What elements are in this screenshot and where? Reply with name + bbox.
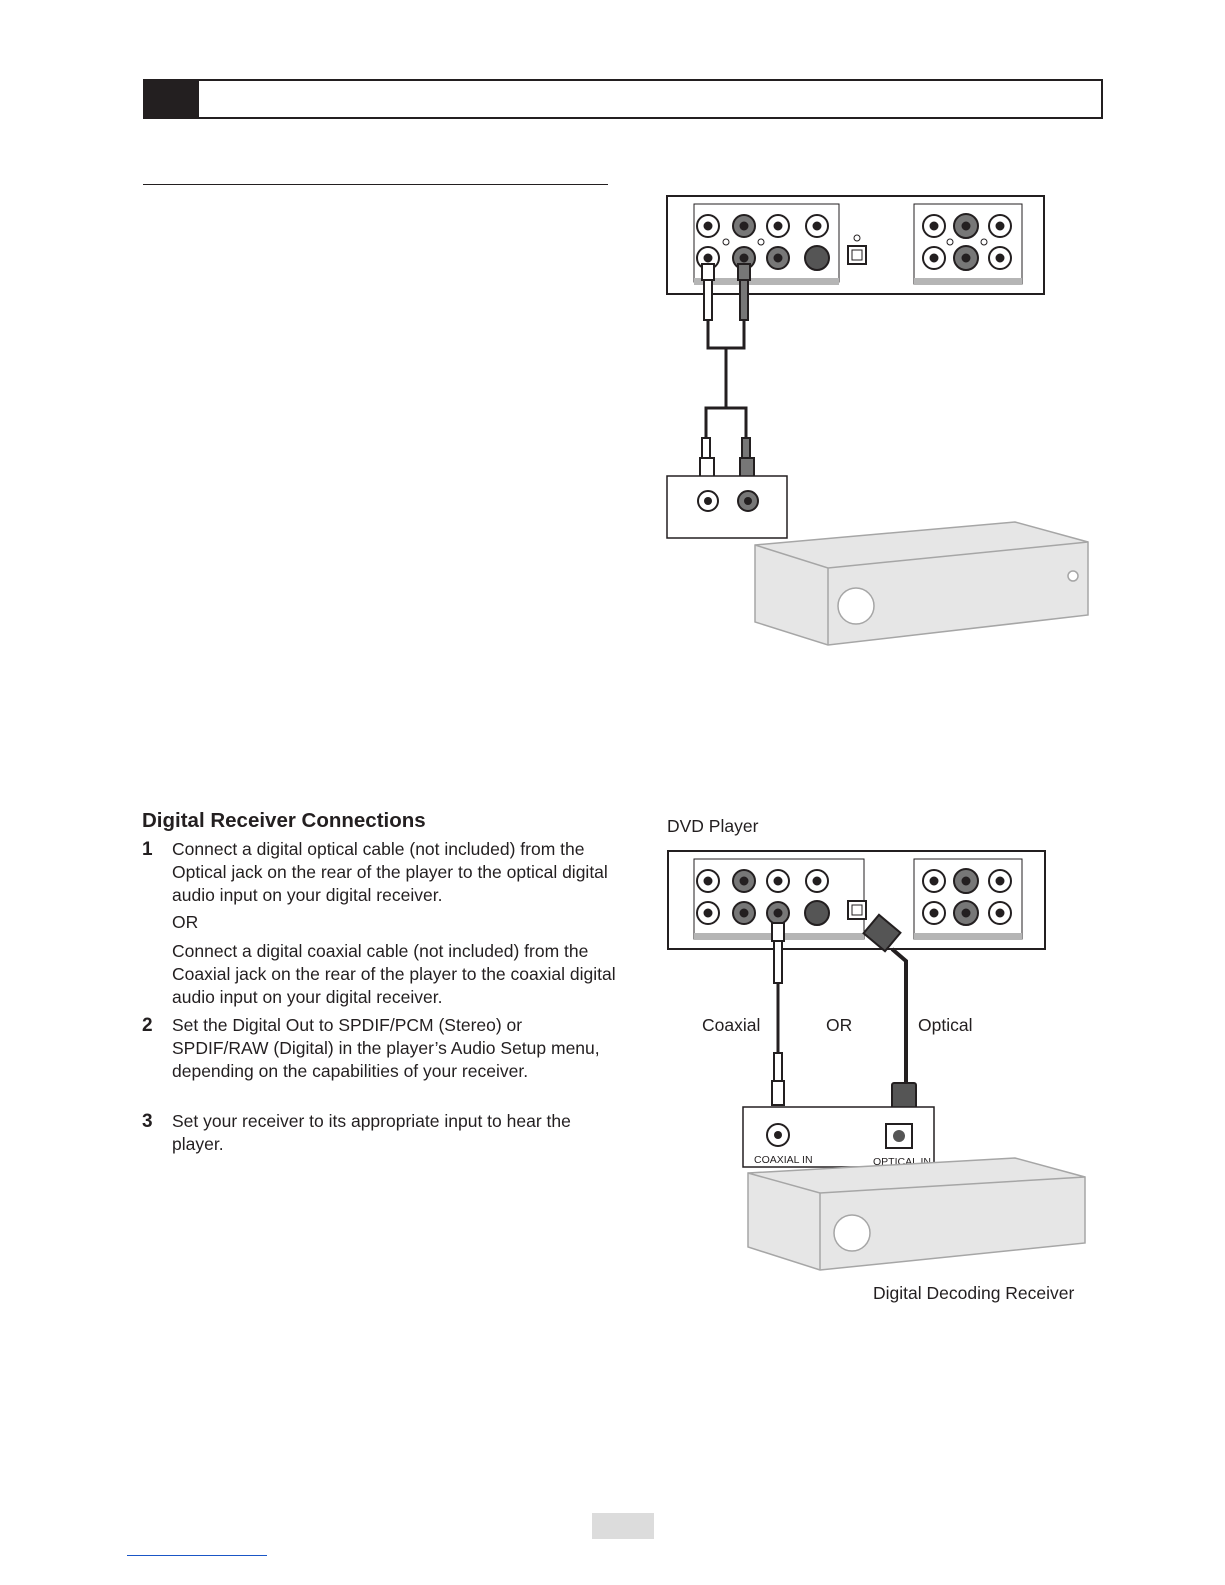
footer-link-underline xyxy=(127,1555,267,1556)
step-text: Set the Digital Out to SPDIF/PCM (Stereo… xyxy=(172,1015,600,1081)
step-number: 3 xyxy=(142,1111,153,1132)
digital-connection-diagram: COAXIAL IN OPTICAL IN xyxy=(667,850,1086,1271)
step-1: 1 Connect a digital optical cable (not i… xyxy=(142,838,617,907)
or-label: OR xyxy=(826,1015,853,1035)
section-title: Digital Receiver Connections xyxy=(142,809,426,832)
section-header-bar xyxy=(143,79,1103,119)
section-divider xyxy=(143,184,608,185)
analog-audio-cable xyxy=(699,263,755,479)
receiver-input-panel xyxy=(666,475,788,539)
analog-connection-diagram xyxy=(666,195,1089,646)
receiver-label: Digital Decoding Receiver xyxy=(873,1283,1075,1303)
optical-label: Optical xyxy=(918,1015,973,1035)
dvd-player-label: DVD Player xyxy=(667,816,759,836)
page-number-box xyxy=(592,1513,654,1539)
coaxial-label: Coaxial xyxy=(702,1015,761,1035)
or-text: OR xyxy=(172,912,199,932)
receiver-illustration xyxy=(747,1157,1086,1271)
step-3: 3 Set your receiver to its appropriate i… xyxy=(142,1110,617,1156)
coaxial-in-label: COAXIAL IN xyxy=(754,1154,813,1166)
optical-cable xyxy=(862,913,917,1114)
step-1-continued: Connect a digital coaxial cable (not inc… xyxy=(172,941,616,1007)
step-text: Set your receiver to its appropriate inp… xyxy=(172,1111,571,1154)
coaxial-cable xyxy=(771,922,785,1106)
step-number: 1 xyxy=(142,839,153,860)
step-text: Connect a digital optical cable (not inc… xyxy=(172,839,608,905)
section-header-tab xyxy=(145,81,199,119)
step-number: 2 xyxy=(142,1015,153,1036)
receiver-illustration xyxy=(754,521,1089,646)
step-2: 2 Set the Digital Out to SPDIF/PCM (Ster… xyxy=(142,1014,617,1083)
